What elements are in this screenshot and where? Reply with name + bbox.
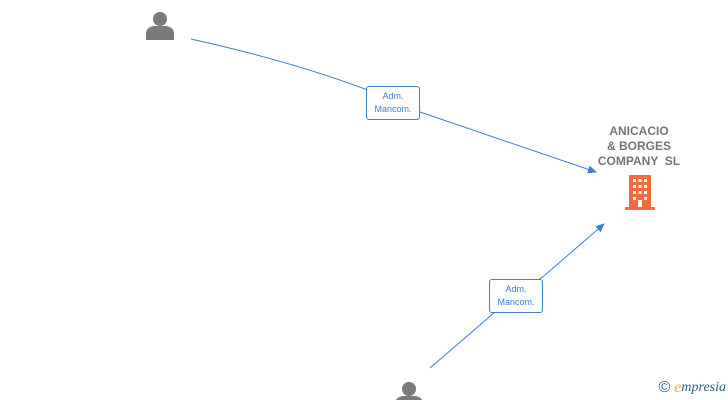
edge-label-2-line-2: Mancom. xyxy=(497,297,535,307)
company-name[interactable]: ANICACIO & BORGES COMPANY SL xyxy=(583,124,695,169)
brand-name: mpresia xyxy=(681,380,726,395)
company-name-line-1: ANICACIO xyxy=(609,124,669,138)
person-icon[interactable] xyxy=(395,382,423,400)
company-name-line-2: & BORGES xyxy=(606,139,671,153)
edge-label-1-line-2: Mancom. xyxy=(374,104,412,114)
empresia-watermark[interactable]: © e mpresia xyxy=(659,378,727,398)
brand-initial: e xyxy=(674,379,682,396)
edge-label-2: Adm. Mancom. xyxy=(489,279,543,313)
edge-label-2-line-1: Adm. xyxy=(505,284,527,294)
building-icon[interactable] xyxy=(625,175,655,210)
company-name-line-3: COMPANY SL xyxy=(597,154,681,168)
edge-label-1: Adm. Mancom. xyxy=(366,86,420,120)
edge-line-2 xyxy=(429,224,604,369)
person-icon[interactable] xyxy=(146,12,174,40)
copyright-icon: © xyxy=(658,379,671,396)
edge-label-1-line-1: Adm. xyxy=(382,91,404,101)
